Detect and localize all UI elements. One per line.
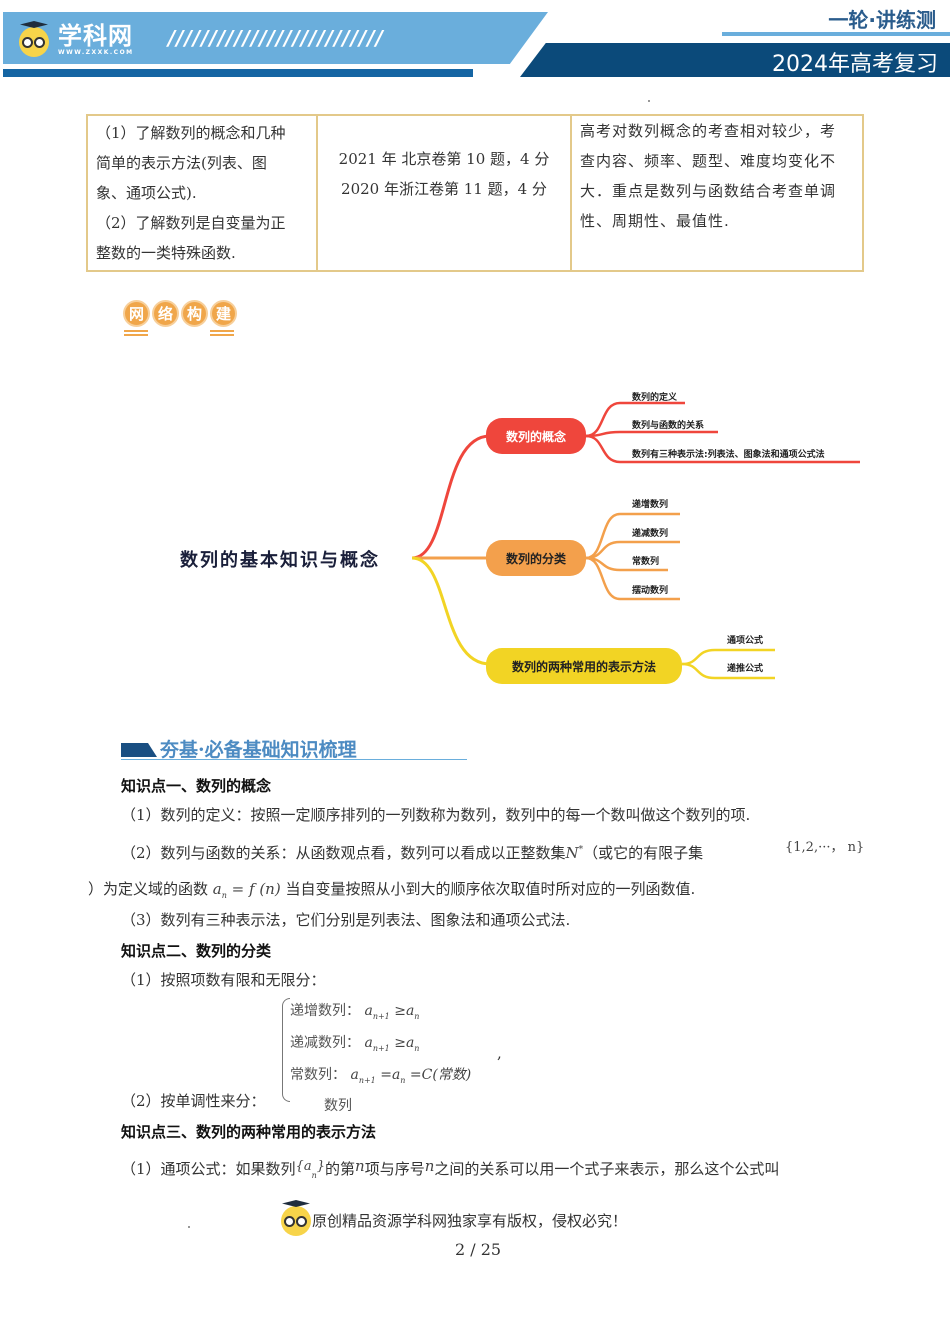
network-construction-badge: 网 络 构 建	[123, 300, 237, 327]
mascot-icon	[16, 21, 52, 57]
kp2-by-count: （1）按照项数有限和无限分：	[121, 971, 326, 989]
page-number: 2 / 25	[455, 1240, 502, 1259]
mindmap-root: 数列的基本知识与概念	[180, 550, 380, 571]
copyright-notice: 原创精品资源学科网独家享有版权，侵权必究！	[312, 1212, 628, 1230]
stray-dot	[188, 1226, 190, 1228]
mindmap-connectors	[411, 401, 860, 680]
mindmap-leaf: 数列的定义	[632, 393, 678, 403]
table-cell-exams: 2021 年 北京卷第 10 题，4 分 2020 年浙江卷第 11 题，4 分	[316, 114, 572, 272]
exam-requirements-table: （1）了解数列的概念和几种 简单的表示方法(列表、图 象、通项公式). （2）了…	[86, 114, 864, 272]
decorative-slashes: //////////////////////////	[168, 26, 384, 50]
stray-dot	[648, 100, 650, 102]
header-banner-light	[3, 12, 548, 64]
mindmap-leaf: 通项公式	[727, 636, 764, 646]
site-logo: 学科网 WWW.ZXXK.COM	[16, 16, 151, 62]
mascot-icon	[278, 1200, 312, 1236]
kp3-title: 知识点三、数列的两种常用的表示方法	[121, 1123, 377, 1141]
case-other: 数列	[324, 1098, 352, 1115]
kp1-representations: （3）数列有三种表示法，它们分别是列表法、图象法和通项公式法.	[121, 911, 571, 929]
kp3-general-term: （1）通项公式：如果数列{an}的第n项与序号n之间的关系可以用一个式子来表示，…	[121, 1157, 780, 1180]
kp2-title: 知识点二、数列的分类	[121, 942, 272, 960]
kp1-title: 知识点一、数列的概念	[121, 777, 272, 795]
logo-url: WWW.ZXXK.COM	[58, 48, 134, 56]
table-cell-analysis: 高考对数列概念的考查相对较少，考 查内容、频率、题型、难度均变化不 大．重点是数…	[570, 114, 864, 272]
year-title: 2024年高考复习	[772, 52, 938, 77]
kp1-relation-line2: ）为定义域的函数 an = f (n) 当自变量按照从小到大的顺序依次取值时所对…	[88, 880, 696, 900]
mindmap-node-concept: 数列的概念	[486, 418, 586, 454]
mindmap-leaf: 摆动数列	[632, 586, 669, 596]
case-increasing: 递增数列： an+1 ≥an	[290, 1003, 420, 1021]
brace-icon	[282, 998, 290, 1102]
mindmap-leaf: 常数列	[632, 557, 660, 567]
monotonicity-cases: 递增数列： an+1 ≥an 递减数列： an+1 ≥an 常数列： an+1 …	[282, 998, 502, 1114]
logo-text: 学科网	[58, 21, 133, 50]
table-cell-requirements: （1）了解数列的概念和几种 简单的表示方法(列表、图 象、通项公式). （2）了…	[86, 114, 318, 272]
section-underline	[121, 759, 467, 760]
mindmap-node-classification: 数列的分类	[486, 540, 586, 576]
section-title: 夯基·必备基础知识梳理	[160, 739, 357, 761]
mindmap-node-representation: 数列的两种常用的表示方法	[486, 648, 682, 684]
kp1-definition: （1）数列的定义：按照一定顺序排列的一列数称为数列，数列中的每一个数叫做这个数列…	[121, 806, 751, 824]
case-constant: 常数列： an+1 =an =C(常数)	[290, 1066, 472, 1085]
section-header-bar	[121, 743, 157, 757]
mindmap-leaf: 递推公式	[727, 664, 764, 674]
series-underline	[722, 32, 950, 36]
series-title: 一轮·讲练测	[828, 8, 936, 32]
mindmap-leaf: 递增数列	[632, 500, 669, 510]
mindmap-leaf: 数列有三种表示法:列表法、图象法和通项公式法	[632, 450, 825, 460]
cases-comma: ,	[497, 1044, 502, 1062]
badge-underline	[124, 330, 236, 338]
header-banner-dark	[520, 43, 950, 77]
mindmap-leaf: 递减数列	[632, 529, 669, 539]
case-decreasing: 递减数列： an+1 ≥an	[290, 1034, 420, 1053]
kp2-by-monotonicity: （2）按单调性来分：	[121, 1092, 266, 1110]
mindmap-leaf: 数列与函数的关系	[632, 421, 705, 431]
kp1-relation-line1: （2）数列与函数的关系：从函数观点看，数列可以看成以正整数集N*（或它的有限子集	[121, 844, 704, 862]
header-banner-stripe	[3, 69, 473, 77]
kp1-subset: {1,2,···， n}	[785, 840, 865, 855]
